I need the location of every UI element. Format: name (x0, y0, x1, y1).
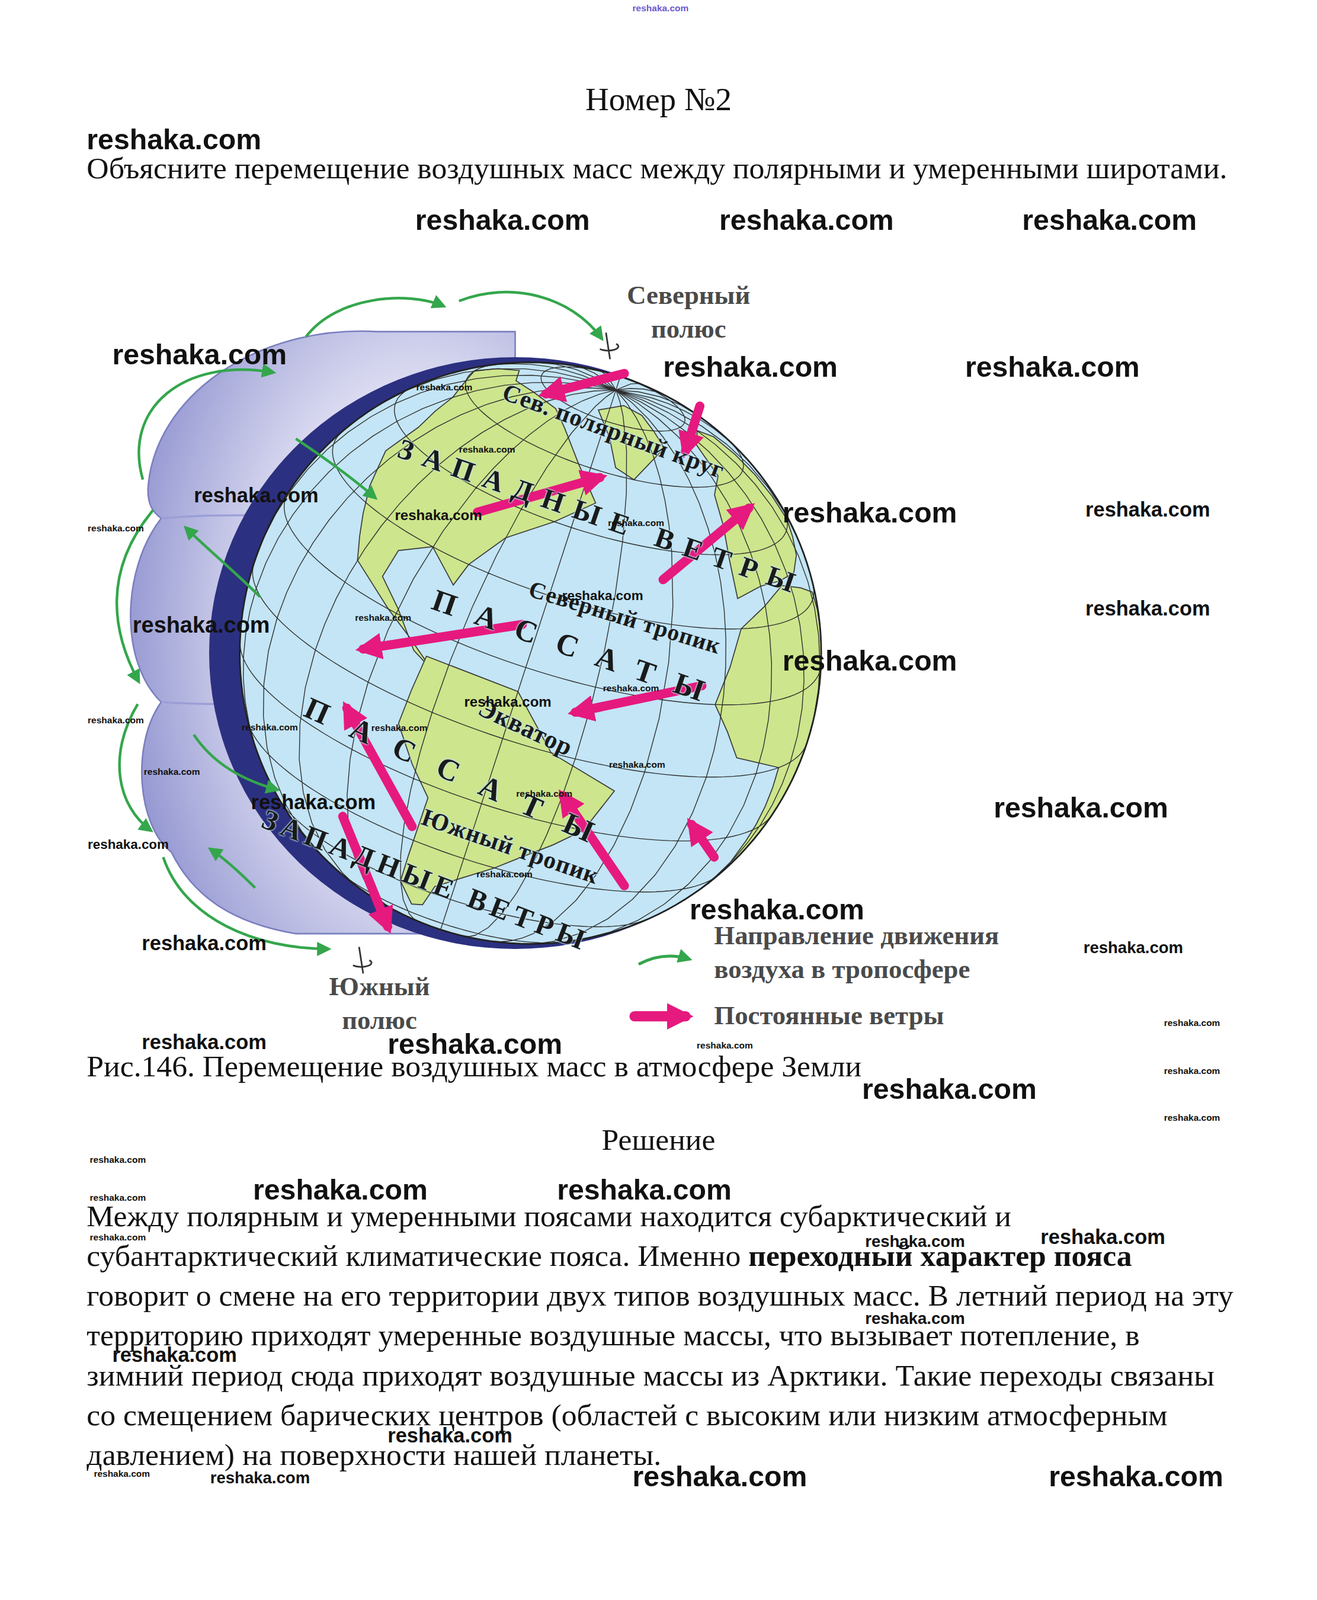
watermark: reshaka.com (782, 497, 958, 530)
watermark: reshaka.com (556, 1174, 732, 1207)
watermark: reshaka.com (719, 204, 894, 236)
watermark: reshaka.com (251, 791, 376, 815)
watermark: reshaka.com (111, 1344, 237, 1367)
air-arrow (193, 734, 278, 790)
air-arrow (185, 527, 261, 598)
watermark: reshaka.com (463, 693, 551, 710)
watermark: reshaka.com (371, 723, 428, 734)
watermark: reshaka.com (1048, 1461, 1224, 1493)
watermark: reshaka.com (607, 518, 665, 529)
cell-boundary (161, 515, 245, 519)
watermark: reshaka.com (387, 1029, 563, 1061)
air-arrow (306, 297, 444, 337)
wind-arrow (545, 373, 625, 394)
watermark: reshaka.com (864, 1309, 965, 1328)
legend-air-arrow (638, 956, 690, 965)
watermark: reshaka.com (86, 123, 262, 156)
page-title: Номер №2 (585, 80, 732, 118)
watermark: reshaka.com (993, 792, 1169, 824)
watermark: reshaka.com (632, 1461, 808, 1493)
watermark: reshaka.com (387, 1425, 512, 1448)
rotation-arc (599, 344, 618, 351)
watermark: reshaka.com (87, 837, 169, 852)
watermark: reshaka.com (132, 613, 271, 639)
watermark: reshaka.com (1085, 498, 1210, 522)
legend-samples (634, 956, 690, 1017)
watermark: reshaka.com (696, 1040, 753, 1051)
legend-wind-arrow (634, 1011, 686, 1022)
air-arrow (138, 369, 274, 480)
watermark: reshaka.com (87, 715, 144, 726)
continent (662, 574, 852, 897)
pole-label: Южный полюс (297, 970, 462, 1038)
watermark: reshaka.com (241, 722, 298, 733)
watermark: reshaka.com (354, 613, 412, 624)
watermark: reshaka.com (1085, 597, 1210, 621)
watermark: reshaka.com (90, 1232, 147, 1243)
watermark: reshaka.com (415, 204, 591, 236)
watermark: reshaka.com (1164, 1018, 1221, 1029)
watermark: reshaka.com (111, 339, 287, 371)
wind-arrow (691, 824, 714, 858)
watermark: reshaka.com (143, 767, 201, 778)
solution-text: говорит о смене на его территории двух т… (86, 1278, 1234, 1472)
watermark: reshaka.com (210, 1469, 310, 1488)
watermark: reshaka.com (476, 869, 533, 880)
watermark: reshaka.com (394, 507, 482, 524)
watermark: reshaka.com (662, 351, 838, 383)
axis-line (359, 947, 364, 974)
watermark: reshaka.com (1021, 204, 1197, 236)
watermark: reshaka.com (562, 588, 644, 604)
watermark: reshaka.com (965, 351, 1140, 383)
watermark: reshaka.com (609, 760, 666, 771)
air-arrow (210, 848, 256, 888)
air-arrow (116, 510, 153, 682)
watermark: reshaka.com (252, 1174, 428, 1207)
watermark: reshaka.com (1040, 1226, 1165, 1249)
watermark: reshaka.com (416, 382, 473, 393)
legend-text: Направление движения воздуха в тропосфер… (713, 918, 1066, 987)
watermark: reshaka.com (141, 932, 267, 956)
section-heading: Решение (601, 1122, 716, 1158)
watermark: reshaka.com (782, 645, 958, 677)
watermark: reshaka.com (90, 1192, 147, 1203)
watermark: reshaka.com (516, 788, 573, 799)
watermark: reshaka.com (141, 1031, 267, 1054)
watermark: reshaka.com (864, 1232, 965, 1251)
watermark: reshaka.com (862, 1073, 1037, 1105)
pole-label: Северный полюс (599, 278, 778, 346)
air-arrow (459, 292, 602, 339)
watermark: reshaka.com (1164, 1113, 1221, 1124)
watermark: reshaka.com (689, 893, 865, 926)
watermark: reshaka.com (193, 484, 319, 508)
legend-text: Постоянные ветры (713, 998, 1066, 1033)
watermark: reshaka.com (93, 1469, 150, 1480)
watermark: reshaka.com (87, 523, 144, 534)
watermark: reshaka.com (459, 444, 516, 455)
watermark: reshaka.com (603, 683, 660, 694)
rotation-arc (353, 960, 372, 967)
axis-line (606, 332, 611, 360)
watermark: reshaka.com (1164, 1065, 1221, 1076)
watermark: reshaka.com (90, 1154, 147, 1165)
watermark: reshaka.com (1083, 939, 1184, 957)
watermark: reshaka.com (632, 2, 690, 14)
cell-boundary (161, 702, 220, 704)
